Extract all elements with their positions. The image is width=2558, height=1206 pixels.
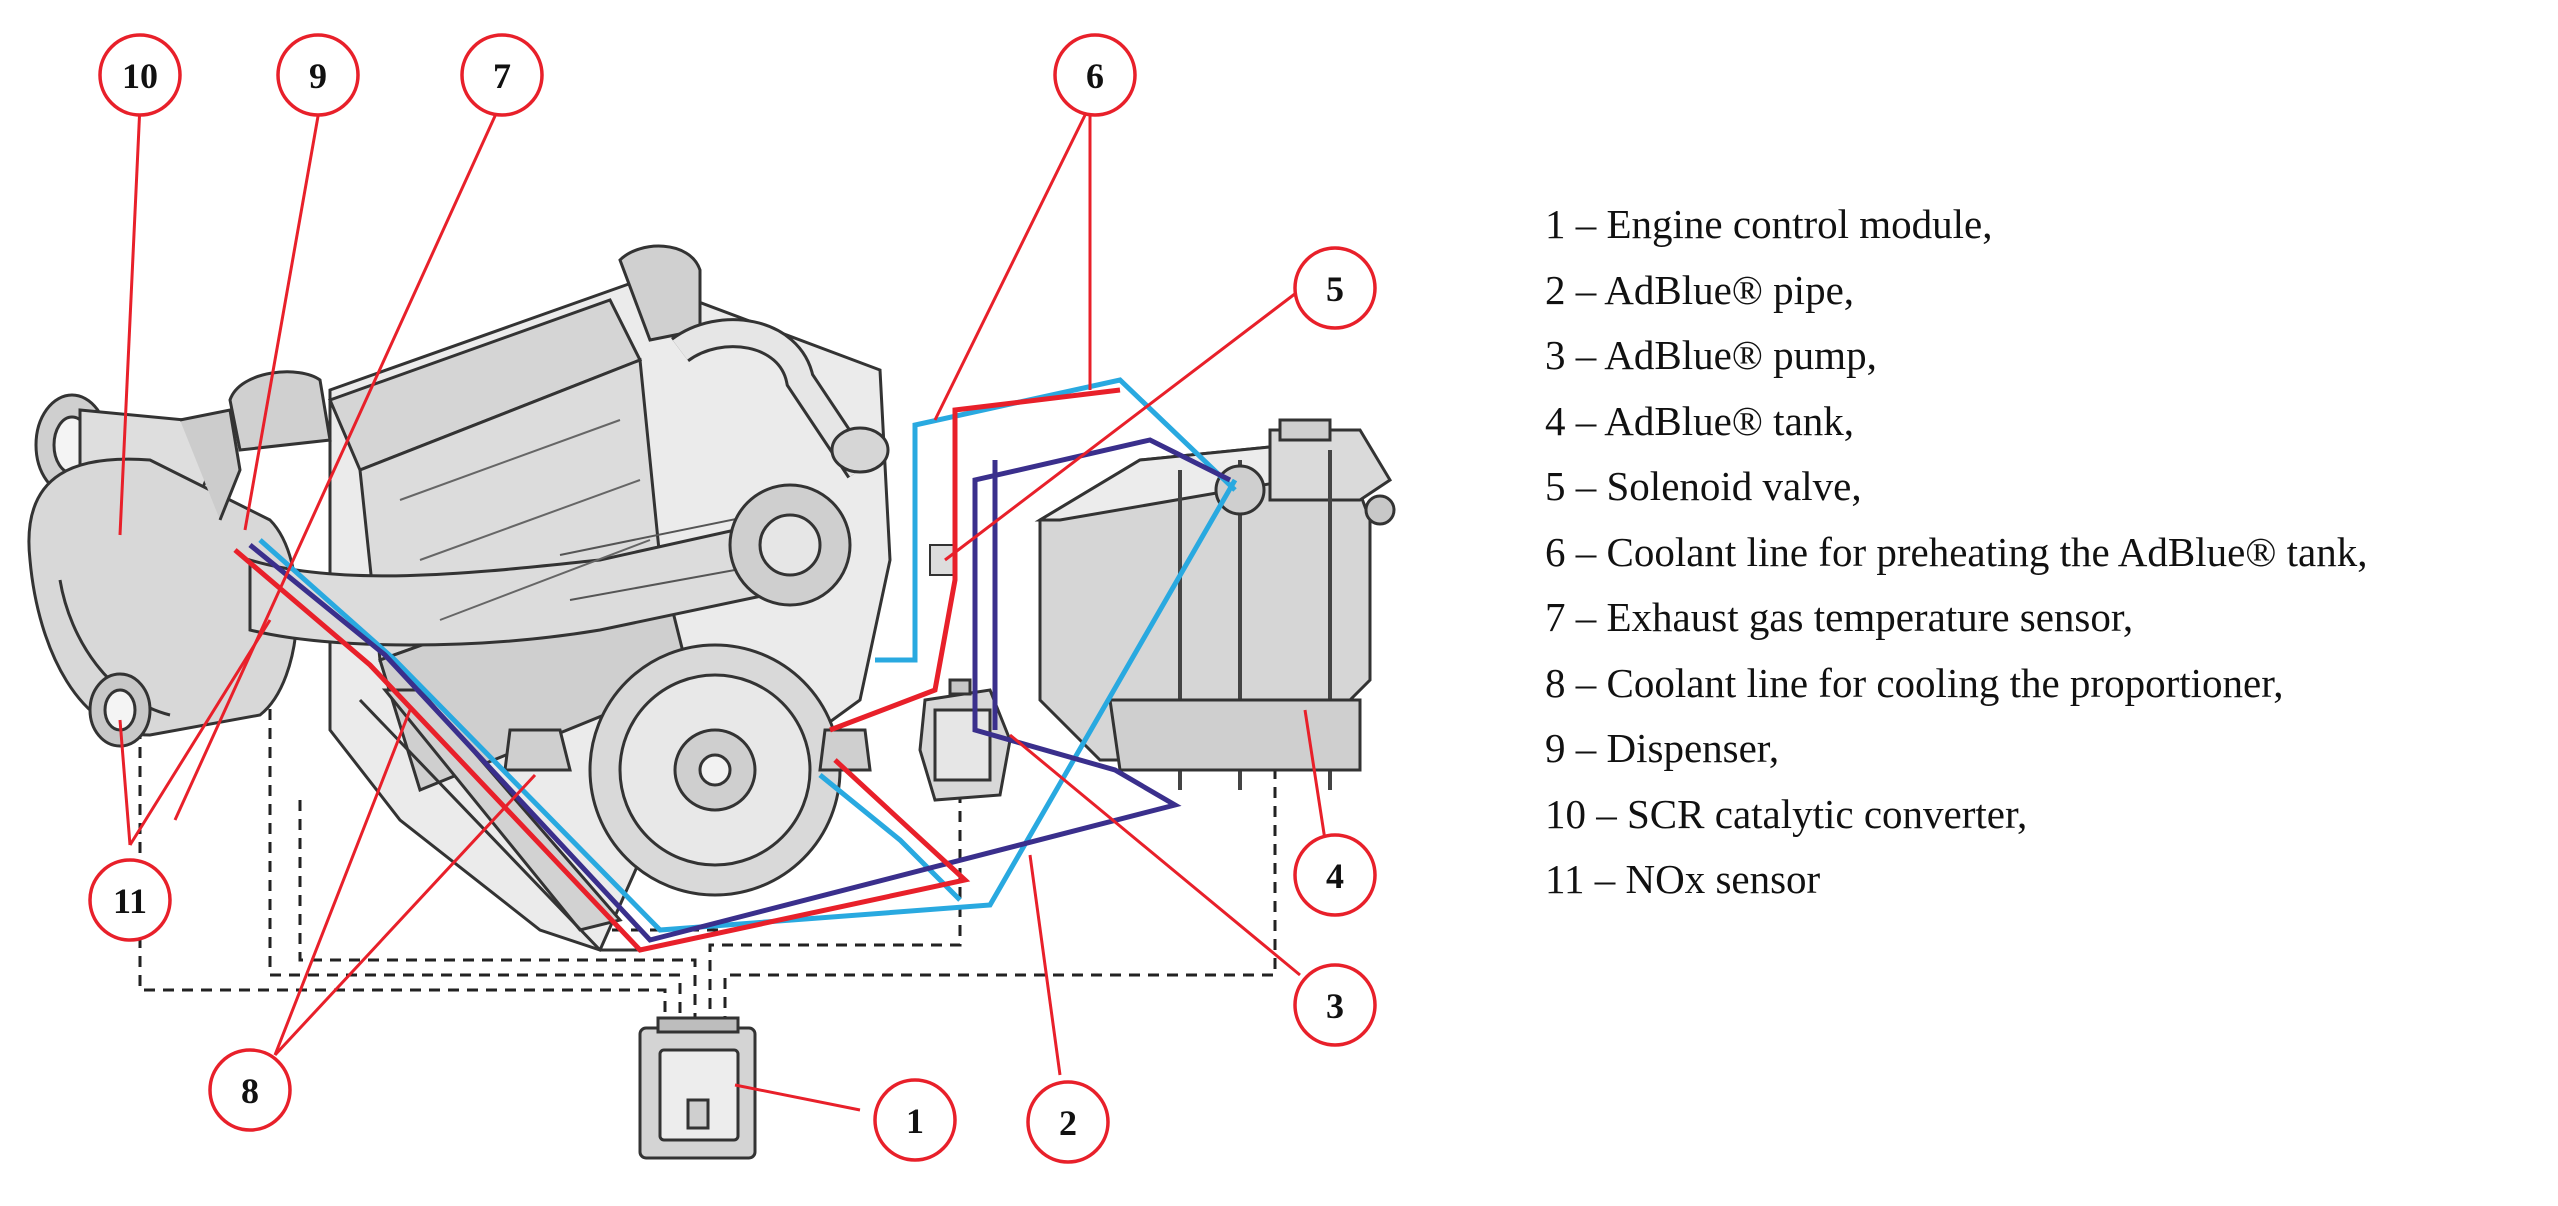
- callout-4: 4: [1293, 833, 1377, 917]
- svg-text:6: 6: [1086, 56, 1104, 96]
- svg-text:10: 10: [122, 56, 158, 96]
- svg-text:5: 5: [1326, 269, 1344, 309]
- callout-9: 9: [276, 33, 360, 117]
- callout-6: 6: [1053, 33, 1137, 117]
- legend-item: 9 – Dispenser,: [1545, 725, 1780, 771]
- callout-11: 11: [88, 858, 172, 942]
- callout-8: 8: [208, 1048, 292, 1132]
- callout-leader-lines: [118, 104, 1327, 1112]
- scr-catalytic-converter: [27, 393, 299, 748]
- adblue-pipe: [248, 437, 1232, 943]
- engine-block: [228, 244, 892, 952]
- svg-text:2: 2: [1059, 1103, 1077, 1143]
- callout-1: 1: [873, 1078, 957, 1162]
- legend-item: 4 – AdBlue® tank,: [1545, 397, 1855, 444]
- callout-2: 2: [1026, 1080, 1110, 1164]
- legend-item: 6 – Coolant line for preheating the AdBl…: [1545, 528, 2368, 575]
- legend-item: 8 – Coolant line for cooling the proport…: [1545, 659, 2284, 706]
- legend-item: 1 – Engine control module,: [1545, 201, 1993, 247]
- callout-7: 7: [460, 33, 544, 117]
- legend: 1 – Engine control module, 2 – AdBlue® p…: [1545, 192, 2368, 913]
- callout-5: 5: [1293, 246, 1377, 330]
- legend-item: 3 – AdBlue® pump,: [1545, 332, 1877, 378]
- legend-item: 11 – NOx sensor: [1545, 856, 1821, 902]
- svg-text:9: 9: [309, 56, 327, 96]
- svg-text:4: 4: [1326, 856, 1344, 896]
- callouts: 1 2 3 4 5 6 7 8: [88, 33, 1377, 1164]
- adblue-pump: [918, 678, 1012, 802]
- coolant-line-proportioner: [233, 387, 1121, 953]
- legend-item: 2 – AdBlue® pipe,: [1545, 266, 1855, 313]
- coolant-line-preheating: [258, 377, 1238, 933]
- svg-text:1: 1: [906, 1101, 924, 1141]
- svg-text:11: 11: [113, 881, 147, 921]
- svg-text:3: 3: [1326, 986, 1344, 1026]
- legend-item: 10 – SCR catalytic converter,: [1545, 790, 2028, 837]
- legend-item: 5 – Solenoid valve,: [1545, 463, 1862, 509]
- solenoid-valve: [929, 544, 956, 576]
- engine-control-module: [638, 1016, 757, 1160]
- svg-text:7: 7: [493, 56, 511, 96]
- callout-3: 3: [1293, 963, 1377, 1047]
- svg-text:8: 8: [241, 1071, 259, 1111]
- legend-item: 7 – Exhaust gas temperature sensor,: [1545, 594, 2134, 640]
- callout-10: 10: [98, 33, 182, 117]
